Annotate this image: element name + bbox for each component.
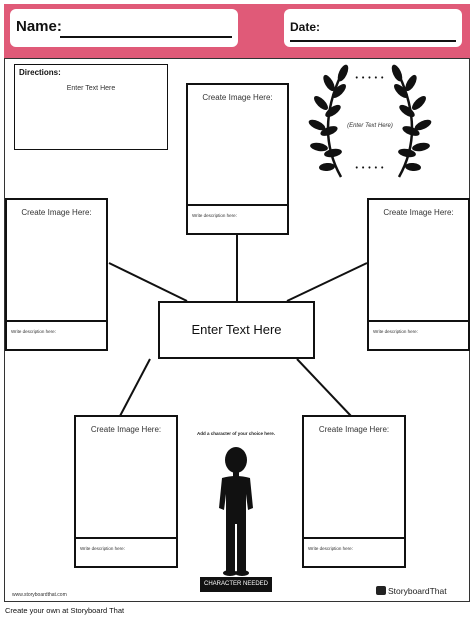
- cell-title: Create Image Here:: [318, 425, 390, 434]
- character-silhouette-icon[interactable]: [216, 446, 256, 578]
- desc-label: Write description here:: [192, 213, 237, 218]
- image-cell-top[interactable]: Create Image Here:: [186, 83, 289, 206]
- desc-cell-left[interactable]: Write description here:: [5, 320, 108, 351]
- date-box[interactable]: Date:: [284, 9, 462, 47]
- brand-logo[interactable]: StoryboardThat: [388, 586, 447, 596]
- desc-cell-top[interactable]: Write description here:: [186, 204, 289, 235]
- desc-label: Write description here:: [308, 546, 353, 551]
- cell-title: Create Image Here:: [21, 208, 92, 217]
- cell-title: Create Image Here:: [383, 208, 454, 217]
- desc-cell-bottom-right[interactable]: Write description here:: [302, 537, 406, 568]
- image-cell-right[interactable]: Create Image Here:: [367, 198, 470, 322]
- center-text: Enter Text Here: [191, 322, 282, 337]
- award-dots-bottom: • • • • •: [355, 165, 385, 172]
- desc-cell-bottom-left[interactable]: Write description here:: [74, 537, 178, 568]
- directions-title: Directions:: [19, 68, 61, 77]
- character-hint: Add a character of your choice here.: [196, 431, 276, 436]
- directions-box[interactable]: Directions: Enter Text Here: [14, 64, 168, 150]
- storyboard-logo-icon: [376, 586, 386, 595]
- desc-label: Write description here:: [11, 329, 56, 334]
- name-line: [60, 36, 232, 38]
- laurel-wreath-icon: [308, 64, 432, 178]
- create-your-own-link[interactable]: Create your own at Storyboard That: [5, 606, 125, 615]
- image-cell-bottom-left[interactable]: Create Image Here:: [74, 415, 178, 539]
- bottom-bar: [0, 604, 474, 620]
- footer-url[interactable]: www.storyboardthat.com: [12, 592, 67, 598]
- award-dots-top: • • • • •: [355, 75, 385, 82]
- image-cell-left[interactable]: Create Image Here:: [5, 198, 108, 322]
- cell-title: Create Image Here:: [90, 425, 162, 434]
- directions-placeholder: Enter Text Here: [66, 85, 116, 92]
- connector-lines: [108, 235, 368, 417]
- image-cell-bottom-right[interactable]: Create Image Here:: [302, 415, 406, 539]
- desc-label: Write description here:: [373, 329, 418, 334]
- desc-cell-right[interactable]: Write description here:: [367, 320, 470, 351]
- date-label: Date:: [290, 20, 321, 34]
- name-label: Name:: [16, 18, 62, 35]
- character-needed-badge: CHARACTER NEEDED: [200, 577, 272, 592]
- worksheet-page: Directions: Enter Text Here: [4, 58, 470, 602]
- award-text[interactable]: (Enter Text Here): [347, 123, 393, 129]
- date-line: [290, 40, 456, 42]
- name-box[interactable]: Name:: [10, 9, 238, 47]
- cell-title: Create Image Here:: [202, 93, 273, 102]
- desc-label: Write description here:: [80, 546, 125, 551]
- center-text-box[interactable]: Enter Text Here: [158, 301, 315, 359]
